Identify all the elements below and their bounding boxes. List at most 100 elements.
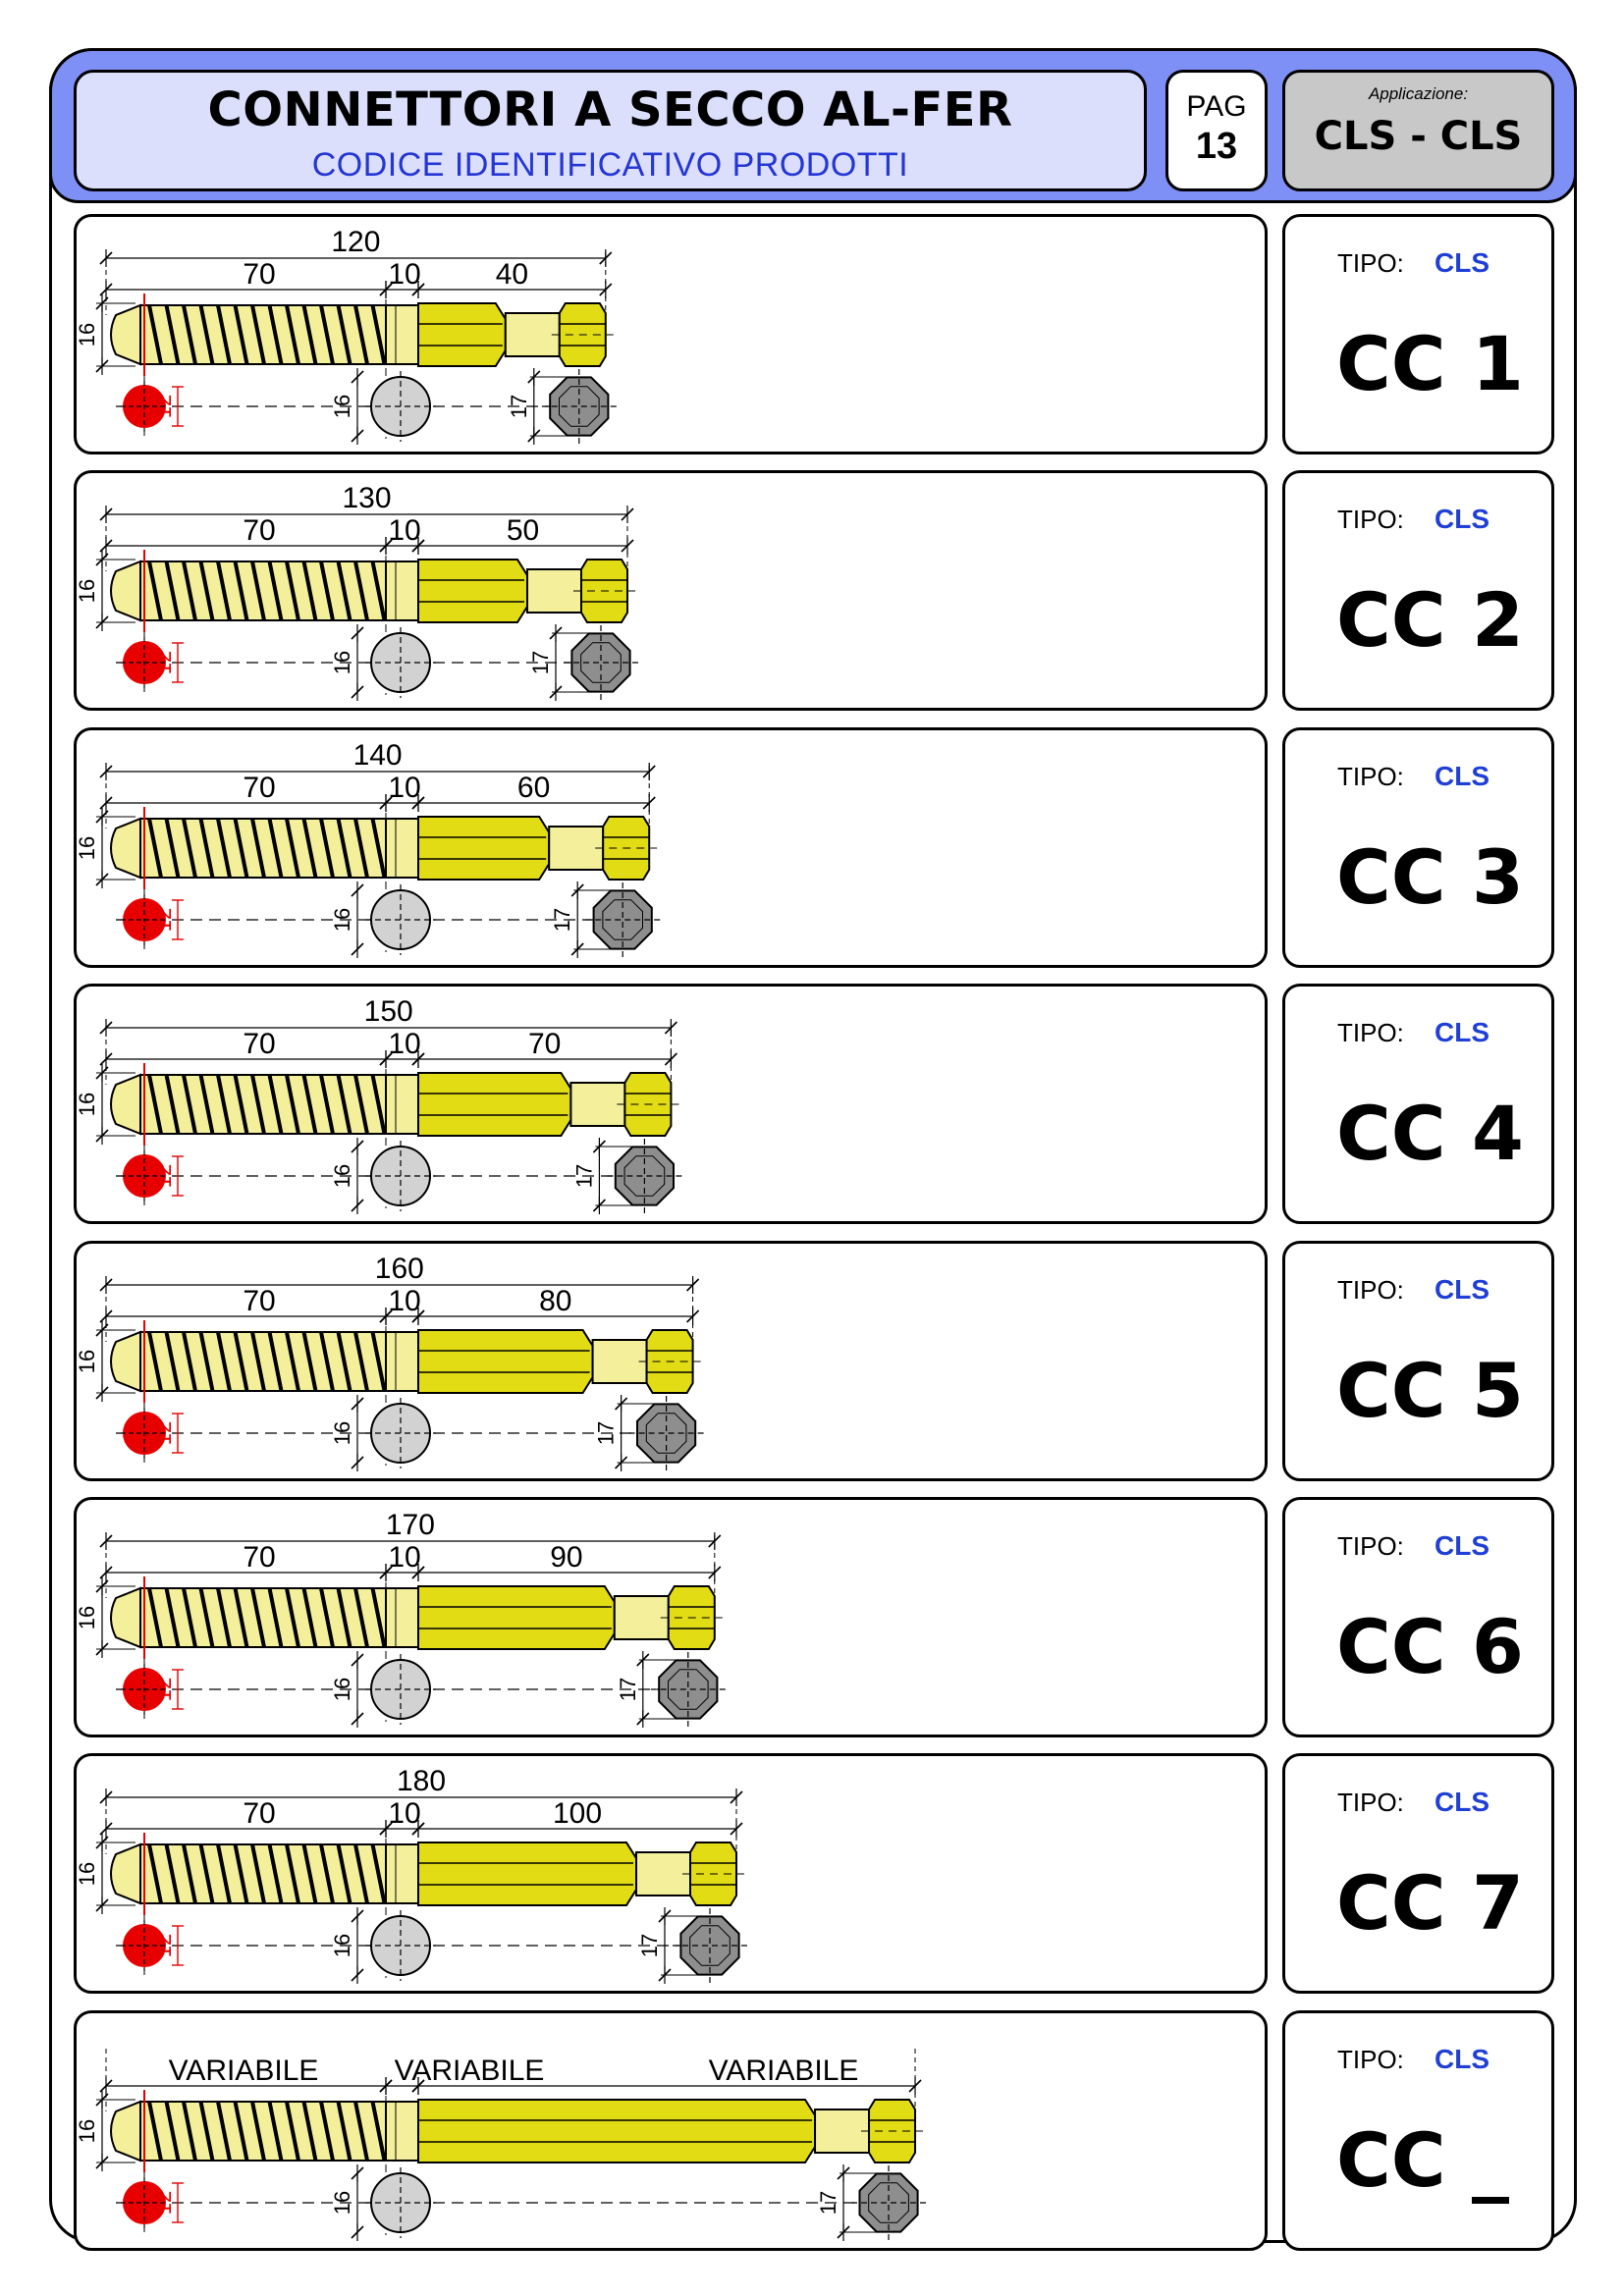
rod-length-label: 70 [528,1028,561,1060]
screw-thread [182,304,197,365]
screw-thread [319,1331,335,1392]
screw-length-label: 70 [243,1028,275,1060]
type-label: TIPO: [1337,1018,1404,1047]
collar [385,561,419,621]
screw-thread [353,2101,369,2162]
screw-thread [336,1843,352,1904]
octagon-size-label: 17 [816,2191,840,2215]
screw-thread [353,1587,369,1648]
screw-thread [370,1587,387,1648]
round-diameter-label: 16 [330,395,354,418]
screw-thread [319,1587,335,1648]
screw-thread [301,1843,318,1904]
screw-thread [164,1843,181,1904]
screw-thread [198,1843,215,1904]
screw-thread [370,1074,387,1135]
collar-length-label: VARIABILE [395,2055,545,2087]
screw-thread [233,1843,249,1904]
screw-thread [250,2101,266,2162]
red-diameter-label: 12 [151,2191,176,2215]
diameter-label: 16 [75,1862,99,1886]
screw-thread [164,1587,181,1648]
screw-thread [370,304,387,365]
screw-thread [216,1843,232,1904]
screw-thread [216,561,232,621]
screw-thread [285,1843,300,1904]
diameter-label: 16 [75,836,99,860]
screw-thread [182,2101,197,2162]
screw-thread [250,304,266,365]
screw-thread [182,1587,197,1648]
screw-thread [353,1074,369,1135]
type-value: CLS [1435,761,1489,791]
screw-thread [319,304,335,365]
screw-thread [164,561,181,621]
octagon-section [549,376,610,437]
collar [385,2101,419,2162]
neck [569,1082,626,1127]
screw-thread [233,304,249,365]
diameter-label: 16 [75,1093,99,1116]
screw-thread [353,818,369,879]
octagon-inner [602,899,643,940]
screw-thread [336,304,352,365]
collar-length-label: 10 [388,1541,420,1574]
rod-length-label: 40 [496,258,528,291]
screw-thread [301,1074,318,1135]
screw-thread [267,2101,284,2162]
page-title: CONNETTORI A SECCO AL-FER [207,82,1013,137]
neck [548,826,605,871]
product-code: CC 2 [1336,576,1524,664]
octagon-section [858,2172,919,2233]
collar [385,1843,419,1904]
type-label: TIPO: [1337,2045,1404,2074]
hex-rod [417,816,551,881]
screw-thread [182,1843,197,1904]
product-code: CC 1 [1336,320,1524,407]
screw-thread [147,2101,163,2162]
screw-thread [250,1331,266,1392]
hex-rod [417,2099,817,2163]
screw-thread [147,304,163,365]
screw-thread [198,1587,215,1648]
screw-thread [353,304,369,365]
screw-thread [353,1331,369,1392]
type-label: TIPO: [1337,1788,1404,1817]
total-length-label: 130 [342,482,391,514]
round-diameter-label: 16 [330,1421,354,1445]
screw-thread [370,818,387,879]
screw-thread [319,1074,335,1135]
type-label: TIPO: [1337,1275,1404,1305]
screw-thread [301,304,318,365]
type-value: CLS [1435,504,1489,534]
screw-thread [285,1074,300,1135]
octagon-inner [689,1925,731,1966]
octagon-size-label: 17 [594,1421,619,1445]
screw-thread [164,2101,181,2162]
neck [591,1339,648,1384]
diameter-label: 16 [75,1350,99,1373]
screw-tip [110,817,141,880]
screw-thread [216,304,232,365]
octagon-inner [623,1155,666,1197]
screw-thread [370,561,387,621]
round-diameter-label: 16 [330,651,354,674]
screw-thread [353,1843,369,1904]
screw-thread [267,561,284,621]
octagon-section [592,889,653,950]
screw-thread [147,1331,163,1392]
